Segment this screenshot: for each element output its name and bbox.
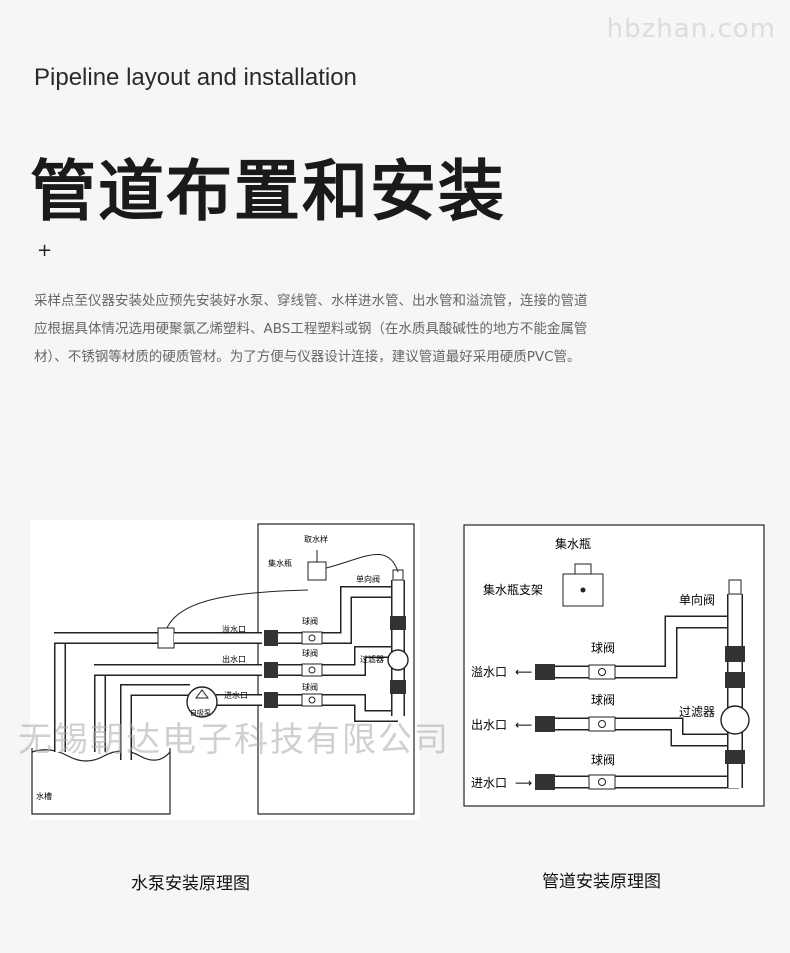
ball-valve-3-label: 球阀	[591, 753, 615, 767]
ball-valve-1-label: 球阀	[591, 641, 615, 655]
outlet-label: 出水口	[471, 718, 507, 732]
check-valve-label: 单向阀	[679, 592, 715, 607]
tank-label: 水槽	[36, 791, 52, 801]
arrow-left-icon: ⟵	[515, 665, 532, 679]
piping-diagram-caption: 管道安装原理图	[542, 872, 661, 892]
pump-label: 自吸泵	[190, 708, 211, 717]
ball-valve-3-label: 球阀	[302, 682, 318, 692]
check-valve-label: 单向阀	[356, 574, 380, 584]
inlet-label: 进水口	[224, 690, 248, 700]
pump-diagram-caption: 水泵安装原理图	[131, 874, 250, 894]
section-title: 管道布置和安装	[30, 153, 506, 230]
arrow-right-icon: ⟶	[515, 776, 532, 790]
intro-paragraph: 采样点至仪器安装处应预先安装好水泵、穿线管、水样进水管、出水管和溢流管，连接的管…	[34, 293, 588, 365]
bracket-label: 集水瓶支架	[483, 582, 543, 597]
filter-label: 过滤器	[679, 705, 715, 719]
inlet-label: 进水口	[471, 776, 507, 790]
sample-label: 取水样	[304, 534, 328, 544]
outlet-label: 出水口	[222, 654, 246, 664]
ball-valve-2-label: 球阀	[591, 693, 615, 707]
ball-valve-1-label: 球阀	[302, 616, 318, 626]
plus-icon: +	[37, 240, 53, 261]
filter-label: 过滤器	[360, 654, 384, 664]
ball-valve-2-label: 球阀	[302, 648, 318, 658]
section-subtitle: Pipeline layout and installation	[34, 64, 357, 91]
site-watermark: hbzhan.com	[606, 14, 776, 44]
arrow-left-icon: ⟵	[515, 718, 532, 732]
pump-installation-diagram: 水槽 自吸泵 取水样 集水瓶 单向阀 溢水口	[30, 520, 420, 820]
bottle-label: 集水瓶	[555, 536, 591, 551]
piping-installation-diagram: 集水瓶 集水瓶支架 单向阀 球阀 溢水口 ⟵ 球阀 过滤器 出水口 ⟵ 球阀 进…	[463, 524, 765, 807]
overflow-label: 溢水口	[471, 665, 507, 679]
bottle-label: 集水瓶	[268, 558, 292, 568]
company-watermark: 无锡朝达电子科技有限公司	[18, 720, 450, 760]
overflow-label: 溢水口	[222, 624, 246, 634]
